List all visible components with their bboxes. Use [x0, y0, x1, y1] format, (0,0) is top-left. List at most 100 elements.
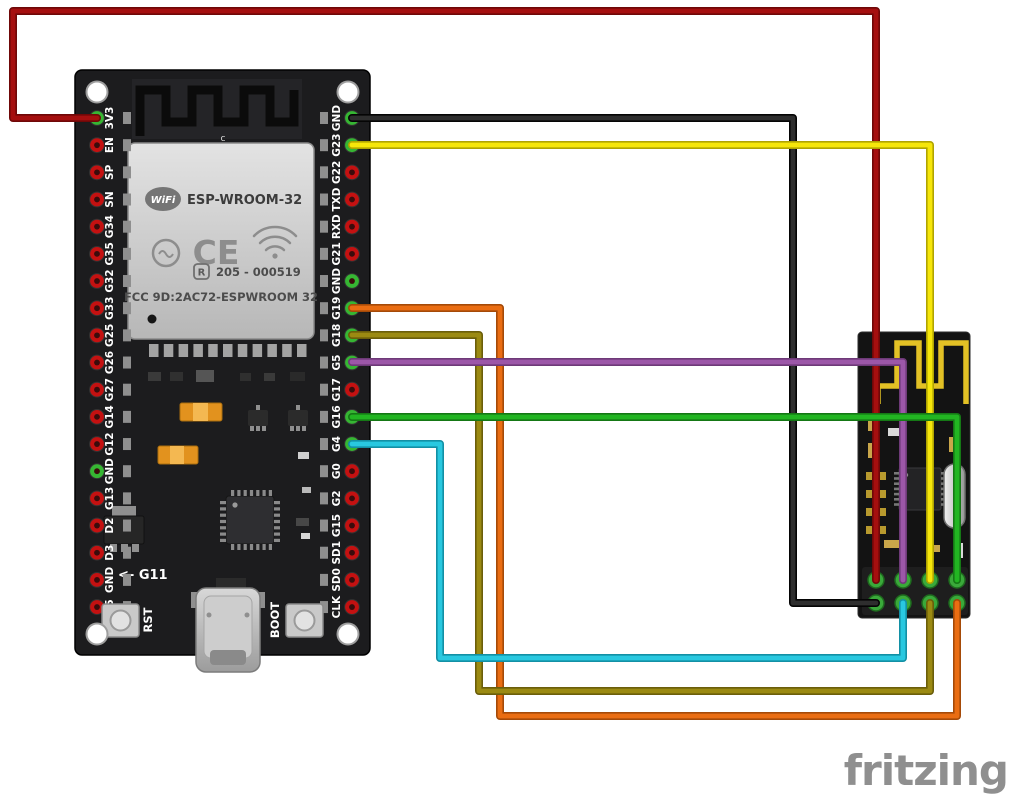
castellation	[193, 344, 203, 357]
espressif-logo-text: WiFi	[151, 195, 176, 206]
esp32-left-pin-g26-10[interactable]: G26	[89, 351, 131, 374]
castellation-pad	[123, 356, 131, 369]
esp32-left-pin-gnd-14[interactable]: GND	[89, 458, 131, 484]
esp32-right-pin-g15-16[interactable]: G15	[320, 514, 360, 537]
usb-rivet	[206, 612, 212, 618]
gold-pad	[866, 490, 874, 498]
castellation-pad	[320, 573, 328, 586]
esp32-left-pin-g35-6[interactable]: G35	[89, 242, 131, 265]
esp32-right-pin-clk-19[interactable]: CLK	[320, 595, 360, 618]
registration-number: 205 - 000519	[216, 265, 301, 279]
wires-layer	[9, 7, 961, 720]
castellation-pad	[123, 166, 131, 179]
esp32-left-pin-g27-11[interactable]: G27	[89, 378, 131, 401]
esp32-left-pin-g14-12[interactable]: G14	[89, 405, 131, 428]
castellation-pad	[123, 112, 131, 124]
pin1-dot	[147, 314, 157, 324]
smd	[298, 452, 309, 459]
gold-pad	[878, 526, 886, 534]
pin-label: G19	[331, 297, 343, 320]
smd	[148, 372, 161, 381]
gold-pad	[866, 472, 874, 480]
esp32-shield: WiFi ESP-WROOM-32 CE R 205 - 000519 FCC …	[124, 142, 318, 340]
esp32-right-pin-g0-14[interactable]: G0	[320, 463, 360, 479]
capacitor-2	[157, 445, 199, 465]
nrf-via-grid	[866, 472, 886, 534]
wire-yellow-g23[interactable]	[348, 141, 934, 584]
castellation-pad	[123, 573, 131, 586]
wifi-signal-icon	[252, 225, 298, 259]
esp32-right-pin-sd0-18[interactable]: SD0	[320, 568, 360, 592]
capacitor-1	[179, 402, 223, 422]
pin-label: G26	[104, 351, 116, 374]
castellation-pad	[123, 220, 131, 233]
boot-button-cap[interactable]	[293, 609, 316, 632]
smd	[196, 370, 214, 382]
esp32-ic-chip	[220, 490, 280, 550]
pin-label: G0	[331, 463, 343, 479]
wire-purple-g5[interactable]	[348, 358, 907, 584]
rst-button[interactable]	[101, 603, 140, 638]
pin-label: G13	[104, 487, 116, 510]
rst-label: RST	[141, 607, 155, 632]
castellation	[252, 344, 263, 357]
esp32-left-pin-sn-4[interactable]: SN	[89, 191, 131, 208]
pin-hole	[349, 278, 355, 284]
pin-hole	[349, 604, 355, 610]
esp32-right-pin-rxd-5[interactable]: RXD	[320, 214, 360, 239]
pin-label: SD1	[331, 541, 343, 565]
boot-button[interactable]	[285, 603, 324, 638]
gold-pad	[878, 508, 886, 516]
esp32-left-pin-sp-3[interactable]: SP	[89, 164, 131, 181]
pin-hole	[94, 305, 100, 312]
wire-olive-g18[interactable]	[348, 331, 934, 695]
pin-hole	[94, 196, 100, 203]
esp32-left-pin-g25-9[interactable]: G25	[89, 324, 131, 347]
esp32-right-pin-g22-3[interactable]: G22	[320, 161, 360, 184]
wire-green-g16[interactable]	[348, 413, 961, 584]
esp32-left-pin-en-2[interactable]: EN	[89, 137, 131, 153]
esp32-left-pin-gnd-18[interactable]: GND	[89, 567, 131, 593]
pin-label: D3	[104, 545, 116, 561]
esp32-right-pin-gnd-7[interactable]: GND	[320, 268, 360, 294]
usb-connector[interactable]	[191, 587, 265, 673]
esp32-left-pin-d3-17[interactable]: D3	[89, 545, 131, 561]
castellation-pad	[123, 438, 131, 451]
esp32-board[interactable]: c WiFi ESP-WROOM-32 CE R 205 - 000519 FC…	[74, 69, 371, 673]
esp32-right-pin-sd1-17[interactable]: SD1	[320, 541, 360, 565]
castellation-pad	[123, 492, 131, 505]
castellation-pad	[123, 139, 131, 152]
mounting-holes	[85, 80, 360, 646]
castellation-pad	[320, 519, 328, 532]
rst-button-cap[interactable]	[109, 609, 132, 632]
esp32-left-pin-d2-16[interactable]: D2	[89, 518, 131, 534]
esp32-left-pin-g34-5[interactable]: G34	[89, 215, 131, 238]
esp32-left-pin-g33-8[interactable]: G33	[89, 297, 131, 320]
esp32-right-pin-g17-11[interactable]: G17	[320, 378, 360, 401]
esp32-left-pin-g32-7[interactable]: G32	[89, 269, 131, 293]
wire-orange-g19[interactable]	[348, 304, 961, 720]
castellation-pad	[320, 193, 328, 206]
esp32-right-pin-txd-4[interactable]: TXD	[320, 187, 360, 212]
esp32-left-pin-g13-15[interactable]: G13	[89, 487, 131, 510]
castellation-pad	[320, 465, 328, 478]
nrf-header	[862, 567, 968, 615]
pin-hole	[349, 223, 355, 230]
pin-hole	[94, 332, 100, 339]
castellation-pad	[123, 383, 131, 396]
esp32-right-pin-g2-15[interactable]: G2	[320, 490, 360, 506]
pin-hole	[94, 441, 100, 447]
esp32-left-pin-g12-13[interactable]: G12	[89, 432, 131, 456]
boot-label: BOOT	[268, 602, 282, 638]
pin-label: G16	[331, 405, 343, 428]
registration-mark: R	[198, 268, 206, 279]
esp32-right-pin-g21-6[interactable]: G21	[320, 242, 360, 265]
smd	[264, 373, 275, 381]
smd	[296, 518, 309, 526]
castellation-pad	[320, 438, 328, 451]
wire-red-3v3[interactable]	[9, 7, 880, 584]
transistor-1	[248, 405, 268, 431]
shield-model-text: ESP-WROOM-32	[187, 193, 302, 208]
gold-pad	[878, 490, 886, 498]
wire-cyan-g4[interactable]	[348, 440, 907, 662]
